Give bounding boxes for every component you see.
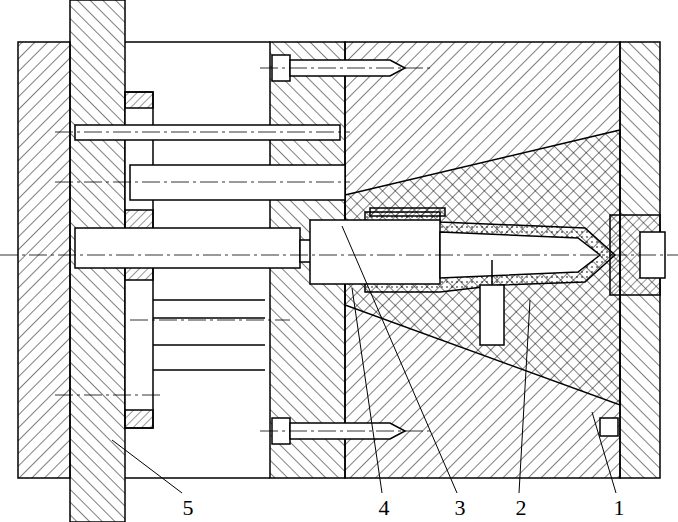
leader-line [342,226,457,493]
leader-line [592,412,616,493]
side-pin [480,285,504,345]
callout-number: 1 [612,497,627,519]
frame-line [125,477,270,479]
center-line [55,132,350,133]
mold-parts [18,0,665,522]
center-line [55,395,160,396]
ejector-pin [130,165,345,200]
sleeve [370,208,445,216]
return-pin [153,369,265,371]
frame-line [125,41,270,43]
center-line [260,68,430,69]
return-pin [153,299,265,301]
center-line [260,431,430,432]
center-line [0,255,678,256]
ejector-pin [75,228,300,268]
ejector-pin [75,125,340,140]
center-lines [0,68,678,431]
center-line [55,182,350,183]
return-pin [153,317,265,319]
core-pin-base [310,220,440,284]
callout-number: 3 [453,497,468,519]
ejector-plate [125,410,153,428]
callout-number: 4 [377,497,392,519]
callout-number: 5 [181,497,196,519]
screw [600,418,618,436]
clamp-plate [18,42,70,478]
return-pin [153,344,265,346]
leader-line [519,300,530,493]
leader-lines [112,226,616,493]
leader-line [112,440,182,493]
callout-number: 2 [514,497,529,519]
center-line [130,320,290,321]
leader-line [352,288,382,493]
ejector-plate [125,92,153,108]
side-pin [491,260,493,285]
